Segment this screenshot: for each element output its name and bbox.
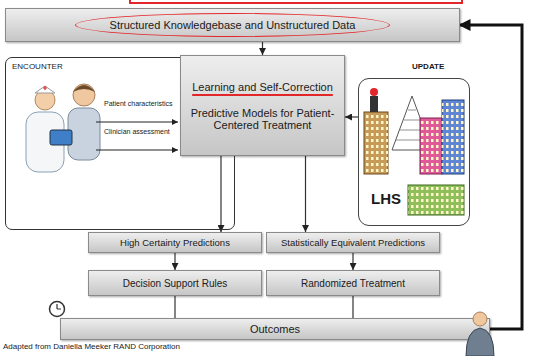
- building: [408, 185, 464, 215]
- process-box: High Certainty Predictions: [88, 232, 262, 253]
- red-cross: [43, 86, 47, 90]
- caption: Adapted from Daniella Meeker RAND Corpor…: [3, 342, 180, 351]
- building-windows: [408, 185, 464, 215]
- node-text: Decision Support Rules: [123, 278, 228, 289]
- node-text: Structured Knowledgebase and Unstructure…: [75, 13, 391, 37]
- node-text: Learning and Self-Correction: [192, 81, 333, 93]
- node-text: Statistically Equivalent Predictions: [281, 237, 425, 248]
- process-box: Structured Knowledgebase and Unstructure…: [5, 8, 460, 42]
- region-box: LHS: [358, 78, 470, 226]
- building: [420, 118, 442, 174]
- node-text: Predictive Models for Patient-Centered T…: [187, 107, 338, 131]
- arrow-label: Clinician assessment: [104, 128, 174, 136]
- flow-arrow: [352, 253, 353, 270]
- process-box: Learning and Self-CorrectionPredictive M…: [180, 55, 345, 156]
- input-arrow: [96, 150, 178, 151]
- node-text: LHS: [371, 190, 401, 207]
- person-head: [473, 312, 487, 326]
- flow-label: UPDATE: [412, 62, 472, 71]
- city-illustration: [364, 88, 464, 215]
- clock-icon: [50, 302, 65, 317]
- tablet: [50, 130, 72, 145]
- building: [442, 100, 464, 174]
- flow-arrow: [352, 296, 353, 318]
- building: [364, 112, 388, 174]
- building-windows: [442, 100, 464, 174]
- process-box: Statistically Equivalent Predictions: [266, 232, 440, 253]
- tower: [370, 96, 378, 112]
- nurse-patient-illustration: [26, 84, 178, 172]
- flow-arrow: [174, 296, 175, 318]
- process-box: Randomized Treatment: [266, 270, 440, 296]
- patient-hair: [73, 85, 95, 92]
- person-icon: [466, 312, 494, 356]
- bridge-frame: [392, 96, 432, 150]
- red-frame-edge: [130, 0, 462, 3]
- person-body: [466, 328, 494, 356]
- patient-head: [73, 84, 95, 106]
- nurse-head: [35, 90, 55, 110]
- node-text: ENCOUNTER: [12, 62, 63, 71]
- arrow-label: Patient characteristics: [104, 100, 174, 108]
- clock-face: [50, 302, 65, 317]
- patient-body: [68, 108, 100, 160]
- input-arrow: [96, 122, 178, 123]
- flow-arrow: [305, 156, 306, 232]
- nurse-body: [26, 112, 64, 172]
- process-box: Decision Support Rules: [88, 270, 262, 296]
- flow-arrow: [262, 42, 263, 55]
- process-box: Outcomes: [60, 318, 490, 340]
- flow-arrow: [220, 156, 221, 232]
- nurse-cap: [35, 86, 55, 93]
- node-text: Randomized Treatment: [301, 278, 405, 289]
- flow-arrow: [345, 116, 358, 117]
- building-windows: [364, 112, 388, 174]
- building-windows: [420, 118, 442, 174]
- bridge-cables: [396, 110, 428, 140]
- node-text: Outcomes: [250, 323, 300, 335]
- flow-arrow: [174, 253, 175, 270]
- tower-dome: [370, 88, 378, 96]
- node-text: High Certainty Predictions: [120, 237, 230, 248]
- clock-hands: [57, 304, 61, 309]
